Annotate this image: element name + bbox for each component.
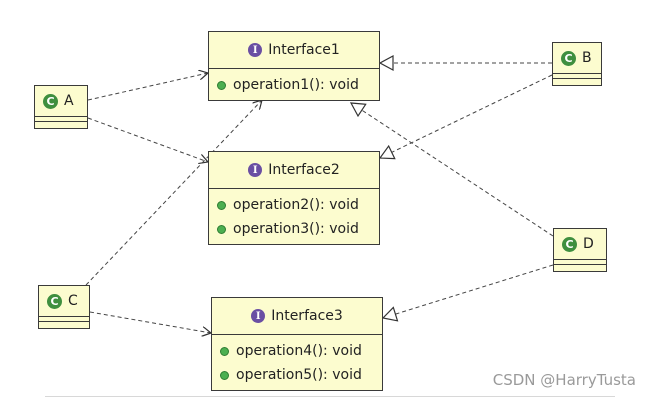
public-method-icon [217,224,226,234]
dependency-c-interface1 [85,100,262,286]
interface3-operations: operation4(): void operation5(): void [212,335,382,389]
operation-signature: operation4(): void [236,343,362,359]
interface-icon: I [251,309,266,323]
realization-b-interface2 [378,74,553,160]
class-icon: C [562,236,577,252]
dependency-a-interface2 [87,117,208,162]
class-b-header: C B [553,43,601,74]
public-method-icon [220,370,229,380]
realization-d-interface3 [381,264,554,322]
interface2-name: Interface2 [268,162,340,178]
class-a-attributes [35,117,87,122]
interface3-name: Interface3 [271,308,343,324]
interface3-header: I Interface3 [212,298,382,335]
operation-row: operation2(): void [217,193,373,217]
public-method-icon [217,200,226,210]
interface2-box[interactable]: I Interface2 operation2(): void operatio… [208,151,380,245]
interface1-header: I Interface1 [209,32,379,69]
class-b-attributes [553,74,601,79]
class-icon: C [43,93,58,109]
operation-row: operation1(): void [217,73,373,97]
interface1-name: Interface1 [268,42,340,58]
class-d-header: C D [554,229,606,260]
operation-signature: operation3(): void [233,221,359,237]
operation-row: operation5(): void [220,363,376,387]
interface-icon: I [248,163,263,177]
interface3-box[interactable]: I Interface3 operation4(): void operatio… [211,297,383,391]
class-a-box[interactable]: C A [34,85,88,129]
class-d-box[interactable]: C D [553,228,607,272]
class-d-attributes [554,260,606,265]
interface-icon: I [248,43,263,57]
operation-signature: operation1(): void [233,77,359,93]
class-d-name: D [583,236,594,252]
class-b-name: B [582,50,592,66]
class-c-header: C C [39,286,89,317]
public-method-icon [220,346,229,356]
class-icon: C [561,50,576,66]
interface2-operations: operation2(): void operation3(): void [209,189,379,243]
class-icon: C [47,293,62,309]
class-c-box[interactable]: C C [38,285,90,329]
realization-d-interface1 [349,102,554,237]
dependency-c-interface3 [89,311,211,333]
class-a-header: C A [35,86,87,117]
interface1-operations: operation1(): void [209,69,379,99]
dependency-a-interface1 [87,73,208,101]
operation-row: operation4(): void [220,339,376,363]
public-method-icon [217,80,226,90]
interface1-box[interactable]: I Interface1 operation1(): void [208,31,380,101]
class-b-box[interactable]: C B [552,42,602,86]
bottom-divider [45,396,615,397]
class-c-name: C [68,293,78,309]
interface2-header: I Interface2 [209,152,379,189]
operation-signature: operation5(): void [236,367,362,383]
operation-row: operation3(): void [217,217,373,241]
watermark-text: CSDN @HarryTusta [492,371,636,389]
operation-signature: operation2(): void [233,197,359,213]
class-a-name: A [64,93,74,109]
class-c-attributes [39,317,89,322]
